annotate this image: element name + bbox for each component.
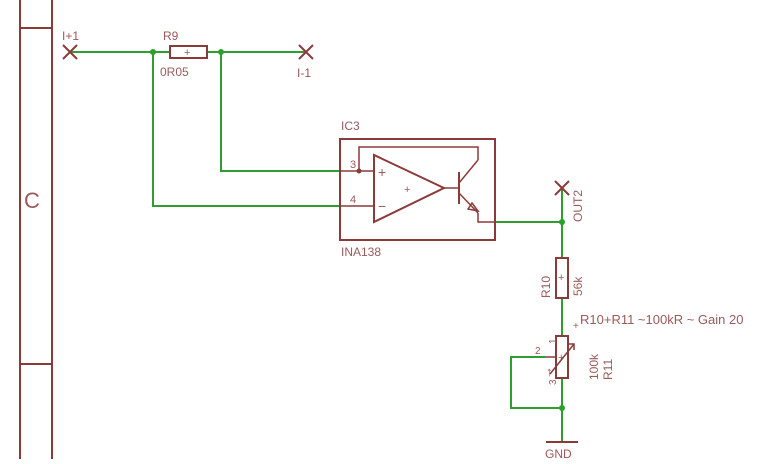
- ic3-ina138: IC3 INA138 3 4 + − +: [339, 119, 496, 259]
- frame-label: C: [24, 188, 40, 213]
- gain-note: R10+R11 ~100kR ~ Gain 20: [580, 312, 743, 327]
- wire-sense-plus: [220, 52, 340, 172]
- r11-value: 100k: [587, 353, 601, 380]
- r11-arrow-icon: ↑: [546, 364, 553, 379]
- r10-name: R10: [539, 276, 553, 298]
- r9-name: R9: [163, 29, 179, 43]
- junction-dot: [150, 49, 156, 55]
- opamp-minus-input: −: [378, 198, 386, 214]
- r11-plus-mark: +: [558, 352, 564, 364]
- ic3-pin3-label: 3: [350, 159, 356, 171]
- note-cross-mark: +: [573, 321, 579, 332]
- resistor-r9: + R9 0R05: [160, 29, 208, 79]
- net-label-iminus: I-1: [297, 66, 311, 80]
- opamp-plus-input: +: [378, 164, 386, 180]
- ic3-part: INA138: [341, 245, 381, 259]
- junction-dot: [218, 49, 224, 55]
- resistor-r10: + R10 56k: [539, 257, 585, 299]
- gnd-label: GND: [545, 447, 572, 459]
- r9-value: 0R05: [160, 65, 189, 79]
- r11-pin1: 1: [548, 338, 559, 344]
- connector-iminus: I-1: [297, 44, 314, 80]
- net-label-iplus: I+1: [62, 29, 79, 43]
- wire-sense-minus: [152, 52, 340, 207]
- pin3-dot: [356, 168, 362, 174]
- opamp-center-plus: +: [404, 184, 410, 196]
- r11-name: R11: [601, 359, 615, 380]
- wire-r11-wiper: [510, 356, 562, 409]
- r10-value: 56k: [571, 276, 585, 296]
- ic3-name: IC3: [341, 119, 360, 133]
- trimpot-r11: + ↑ 1 2 3 100k R11: [535, 335, 615, 385]
- drawing-frame: C: [19, 0, 53, 459]
- ground-symbol: GND: [545, 441, 578, 461]
- r10-plus-mark: +: [558, 272, 564, 284]
- connector-iplus: I+1: [62, 29, 79, 60]
- junction-dot: [559, 405, 565, 411]
- r9-plus-mark: +: [184, 47, 190, 59]
- junction-dot: [559, 219, 565, 225]
- net-label-out2: OUT2: [571, 190, 585, 222]
- ic3-pin4-label: 4: [350, 194, 356, 206]
- r11-pin2: 2: [535, 346, 541, 357]
- connector-out2: OUT2: [554, 180, 585, 222]
- wires: [70, 49, 565, 442]
- opamp-triangle: [373, 153, 447, 224]
- r11-pin3: 3: [548, 379, 559, 385]
